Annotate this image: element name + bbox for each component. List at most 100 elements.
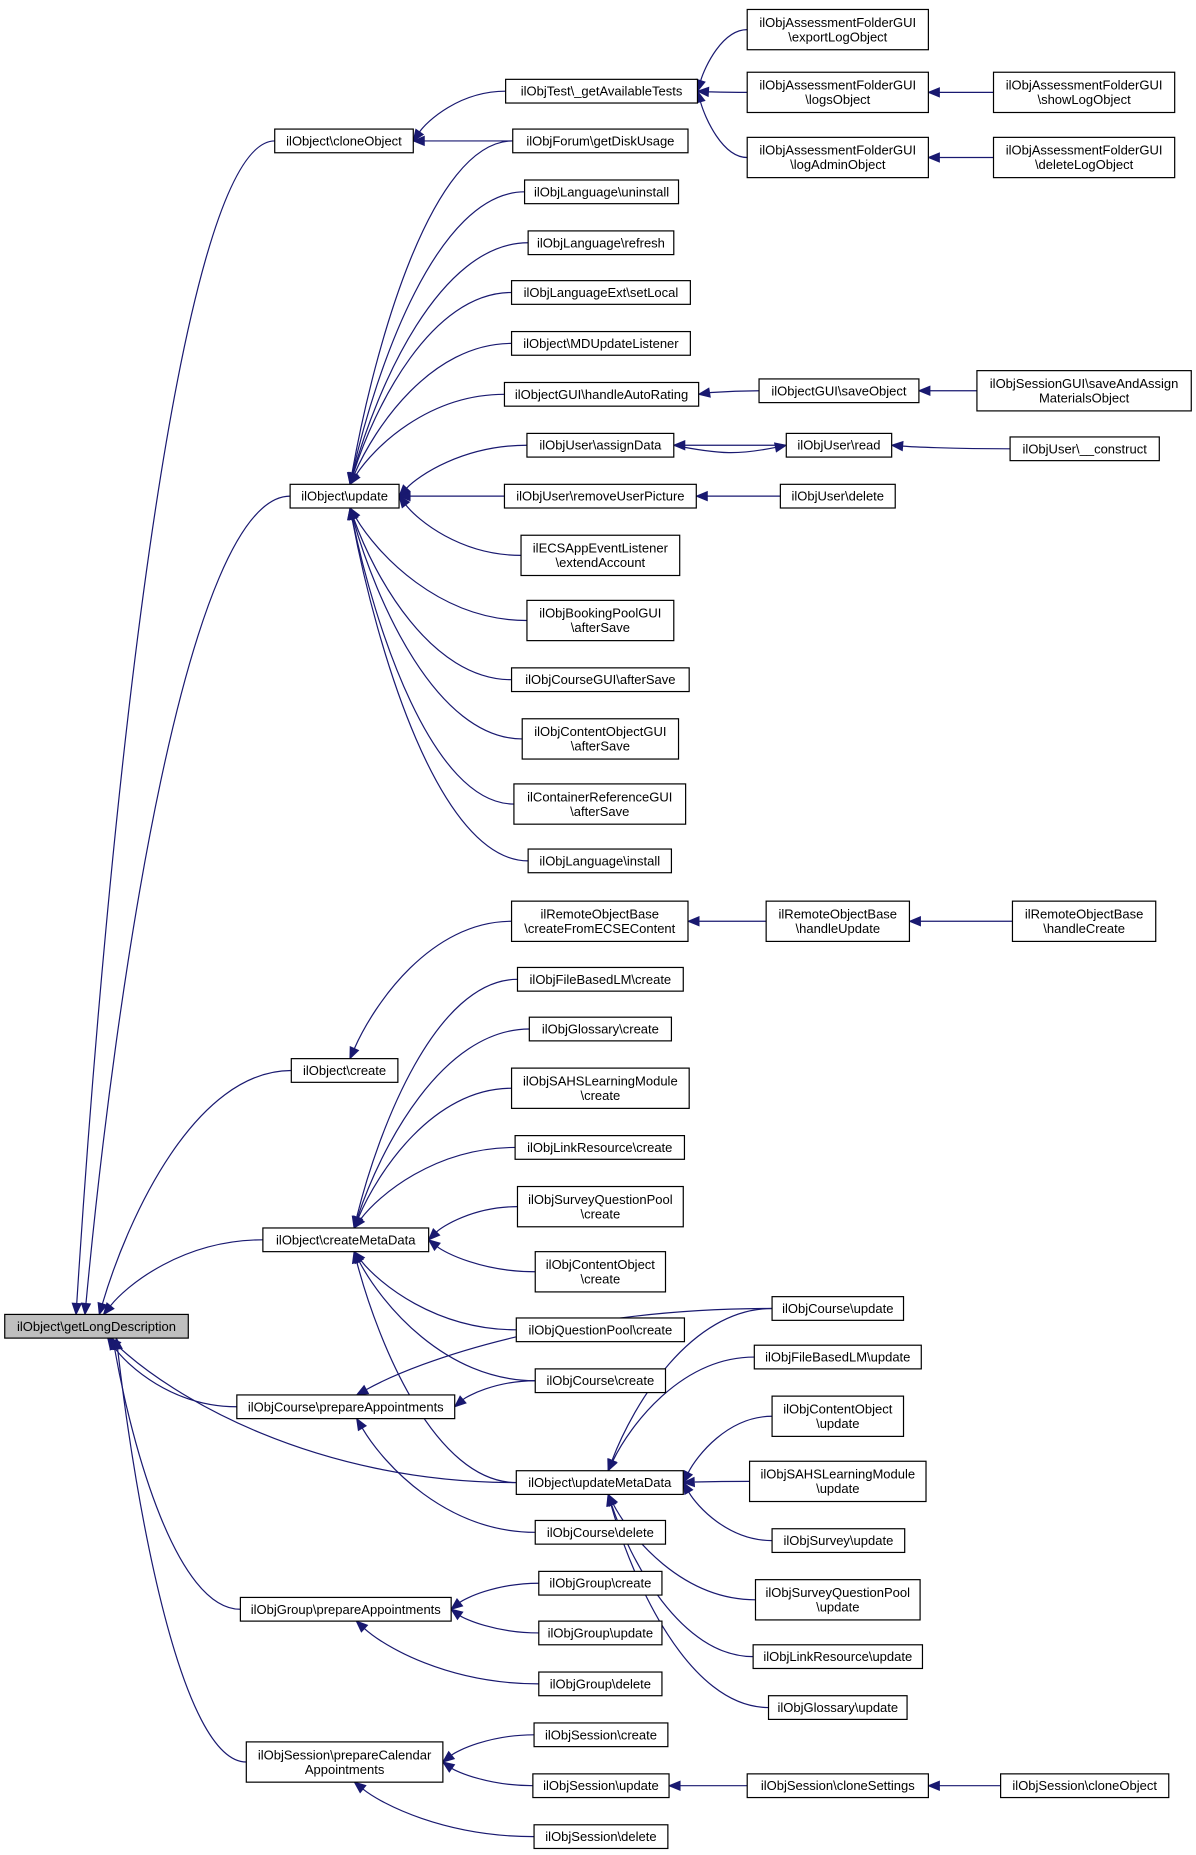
node-label: \create (580, 1206, 620, 1221)
arrowhead (681, 1476, 695, 1488)
node-label: \deleteLogObject (1035, 157, 1134, 172)
node-label: ilObjLanguage\install (539, 853, 660, 868)
node-sessionGUISaveAssign[interactable]: ilObjSessionGUI\saveAndAssignMaterialsOb… (976, 370, 1192, 412)
node-label: \logsObject (805, 92, 870, 107)
node-contentObjUpdate[interactable]: ilObjContentObject\update (771, 1395, 905, 1437)
node-label: ilObjLanguage\uninstall (534, 184, 669, 199)
node-box (534, 1251, 667, 1293)
node-remoteHandleCreate[interactable]: ilRemoteObjectBase\handleCreate (1011, 900, 1157, 943)
node-courseCreate[interactable]: ilObjCourse\create (534, 1368, 667, 1394)
node-courseGUIAfterSave[interactable]: ilObjCourseGUI\afterSave (510, 667, 690, 693)
node-userRemovePicture[interactable]: ilObjUser\removeUserPicture (503, 483, 697, 509)
node-bookingAfterSave[interactable]: ilObjBookingPoolGUI\afterSave (526, 599, 675, 642)
arrowhead (607, 1458, 618, 1472)
node-glossaryUpdate[interactable]: ilObjGlossary\update (767, 1695, 908, 1720)
node-sessionCloneSettings[interactable]: ilObjSession\cloneSettings (746, 1773, 929, 1799)
node-label: ilObjectGUI\handleAutoRating (515, 387, 688, 402)
node-sessionDelete[interactable]: ilObjSession\delete (533, 1824, 669, 1850)
node-userConstruct[interactable]: ilObjUser\__construct (1009, 436, 1160, 462)
edge-line (451, 1734, 535, 1756)
node-questionPoolCreate[interactable]: ilObjQuestionPool\create (515, 1317, 686, 1343)
node-langUninstall[interactable]: ilObjLanguage\uninstall (523, 179, 680, 205)
node-grpPrepare[interactable]: ilObjGroup\prepareAppointments (239, 1596, 452, 1622)
node-ecsExtend[interactable]: ilECSAppEventListener\extendAccount (520, 534, 681, 577)
node-containerRefAfterSave[interactable]: ilContainerReferenceGUI\afterSave (513, 783, 687, 825)
node-glossaryCreate[interactable]: ilObjGlossary\create (528, 1016, 673, 1042)
node-surveyQPUpdate[interactable]: ilObjSurveyQuestionPool\update (754, 1579, 921, 1621)
node-langInstall[interactable]: ilObjLanguage\install (527, 848, 673, 874)
node-box (528, 1016, 673, 1042)
node-surveyQPCreate[interactable]: ilObjSurveyQuestionPool\create (516, 1185, 684, 1228)
arrowhead (667, 1780, 681, 1791)
node-handleAutoRating[interactable]: ilObjectGUI\handleAutoRating (503, 381, 700, 407)
node-sahsUpdate[interactable]: ilObjSAHSLearningModule\update (748, 1460, 927, 1503)
node-mdUpdateListener[interactable]: ilObject\MDUpdateListener (510, 330, 691, 356)
node-update[interactable]: ilObject\update (289, 483, 400, 509)
edge-line (405, 504, 522, 556)
node-label: ilObjLinkResource\create (527, 1140, 672, 1155)
edge-sessionGUISaveAssign-to-objectGUISave (917, 385, 977, 397)
node-groupUpdate[interactable]: ilObjGroup\update (538, 1620, 663, 1646)
node-userDelete[interactable]: ilObjUser\delete (779, 483, 896, 509)
node-createMetaData[interactable]: ilObject\createMetaData (262, 1227, 430, 1253)
edge-line (117, 1348, 247, 1763)
node-afShowLog[interactable]: ilObjAssessmentFolderGUI\showLogObject (992, 71, 1176, 114)
node-label: ilRemoteObjectBase (779, 907, 898, 922)
node-courseDelete[interactable]: ilObjCourse\delete (534, 1519, 667, 1545)
node-forumDisk[interactable]: ilObjForum\getDiskUsage (512, 128, 689, 154)
arrowhead (927, 1780, 940, 1791)
node-label: ilObjContentObject (546, 1257, 655, 1272)
node-label: \createFromECSEContent (524, 921, 675, 936)
node-label: ilObjUser\__construct (1023, 441, 1148, 456)
node-getAvailableTests[interactable]: ilObjTest\_getAvailableTests (505, 78, 699, 104)
edge-courseDelete-to-crsPrepare (355, 1417, 536, 1533)
edge-afExportLog-to-getAvailableTests (695, 29, 748, 93)
edge-line (364, 1628, 539, 1685)
node-contentGUIAfterSave[interactable]: ilObjContentObjectGUI\afterSave (521, 718, 680, 760)
node-sessionCreate[interactable]: ilObjSession\create (533, 1722, 669, 1748)
node-updateMetaData[interactable]: ilObject\updateMetaData (515, 1470, 684, 1496)
node-userAssignData[interactable]: ilObjUser\assignData (526, 432, 675, 458)
node-afExportLog[interactable]: ilObjAssessmentFolderGUI\exportLogObject (746, 8, 929, 51)
node-label: Appointments (305, 1762, 385, 1777)
node-remoteHandleUpdate[interactable]: ilRemoteObjectBase\handleUpdate (765, 900, 911, 943)
node-label: ilObject\cloneObject (286, 133, 402, 148)
node-box (520, 534, 681, 577)
node-surveyUpdate[interactable]: ilObjSurvey\update (771, 1528, 906, 1554)
edge-line (355, 393, 505, 476)
node-langRefresh[interactable]: ilObjLanguage\refresh (527, 230, 675, 256)
node-cloneObject[interactable]: ilObject\cloneObject (274, 128, 414, 154)
node-courseUpdate[interactable]: ilObjCourse\update (771, 1296, 905, 1321)
node-afDeleteLog[interactable]: ilObjAssessmentFolderGUI\deleteLogObject (992, 136, 1176, 179)
node-create[interactable]: ilObject\create (290, 1058, 399, 1083)
node-sahsCreate[interactable]: ilObjSAHSLearningModule\create (510, 1067, 690, 1109)
node-linkResUpdate[interactable]: ilObjLinkResource\update (752, 1644, 924, 1670)
node-root[interactable]: ilObject\getLongDescription (4, 1313, 189, 1339)
node-linkResCreate[interactable]: ilObjLinkResource\create (514, 1135, 686, 1160)
node-label: ilObjForum\getDiskUsage (526, 133, 674, 148)
node-objectGUISave[interactable]: ilObjectGUI\saveObject (758, 378, 920, 404)
node-sessionUpdate[interactable]: ilObjSession\update (532, 1773, 670, 1799)
node-box (516, 966, 684, 992)
node-userRead[interactable]: ilObjUser\read (785, 432, 893, 458)
node-sessionCloneObject[interactable]: ilObjSession\cloneObject (1000, 1773, 1170, 1799)
edge-getAvailableTests-to-cloneObject (412, 90, 506, 142)
arrowhead (927, 87, 940, 98)
node-afLogAdmin[interactable]: ilObjAssessmentFolderGUI\logAdminObject (746, 136, 929, 179)
node-afLogs[interactable]: ilObjAssessmentFolderGUI\logsObject (746, 71, 929, 114)
node-remoteCreateFromECS[interactable]: ilRemoteObjectBase\createFromECSEContent (510, 900, 689, 943)
node-groupDelete[interactable]: ilObjGroup\delete (538, 1671, 663, 1697)
node-crsPrepare[interactable]: ilObjCourse\prepareAppointments (236, 1394, 456, 1420)
node-fileLMUpdate[interactable]: ilObjFileBasedLM\update (753, 1344, 922, 1370)
edge-line (612, 1503, 756, 1601)
node-box (527, 848, 673, 874)
node-fileLMCreate[interactable]: ilObjFileBasedLM\create (516, 966, 684, 992)
arrowhead (355, 1620, 369, 1633)
node-groupCreate[interactable]: ilObjGroup\create (538, 1570, 663, 1596)
node-contentObjCreate[interactable]: ilObjContentObject\create (534, 1251, 667, 1293)
node-label: ilObjSession\create (545, 1727, 657, 1742)
node-label: ilObjAssessmentFolderGUI (759, 15, 916, 30)
node-box (505, 78, 699, 104)
node-langExtSetLocal[interactable]: ilObjLanguageExt\setLocal (510, 280, 691, 305)
